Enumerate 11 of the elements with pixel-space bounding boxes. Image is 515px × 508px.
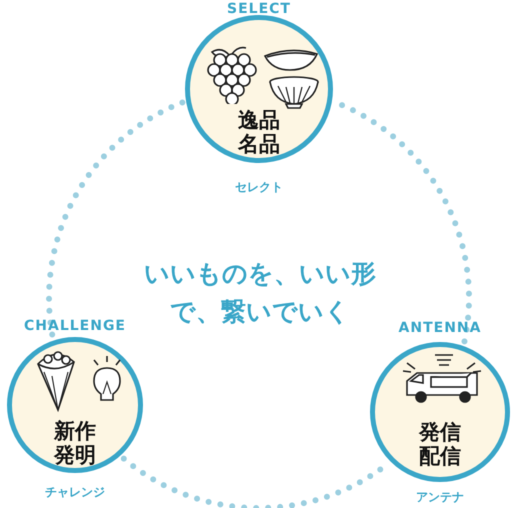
- katakana-subtitle: セレクト: [235, 180, 283, 194]
- category-heading: ANTENNA: [398, 320, 482, 336]
- dotted-connector: [46, 99, 186, 340]
- category-title: 新作発明: [52, 419, 97, 467]
- slogan-text: いいものを、いい形で、繋いでいく: [143, 258, 377, 328]
- category-title: 発信配信: [418, 420, 462, 468]
- katakana-subtitle: アンテナ: [416, 490, 464, 504]
- category-title: 逸品名品: [236, 108, 281, 156]
- category-heading: CHALLENGE: [24, 318, 126, 334]
- katakana-subtitle: チャレンジ: [45, 485, 105, 499]
- category-heading: SELECT: [227, 1, 291, 17]
